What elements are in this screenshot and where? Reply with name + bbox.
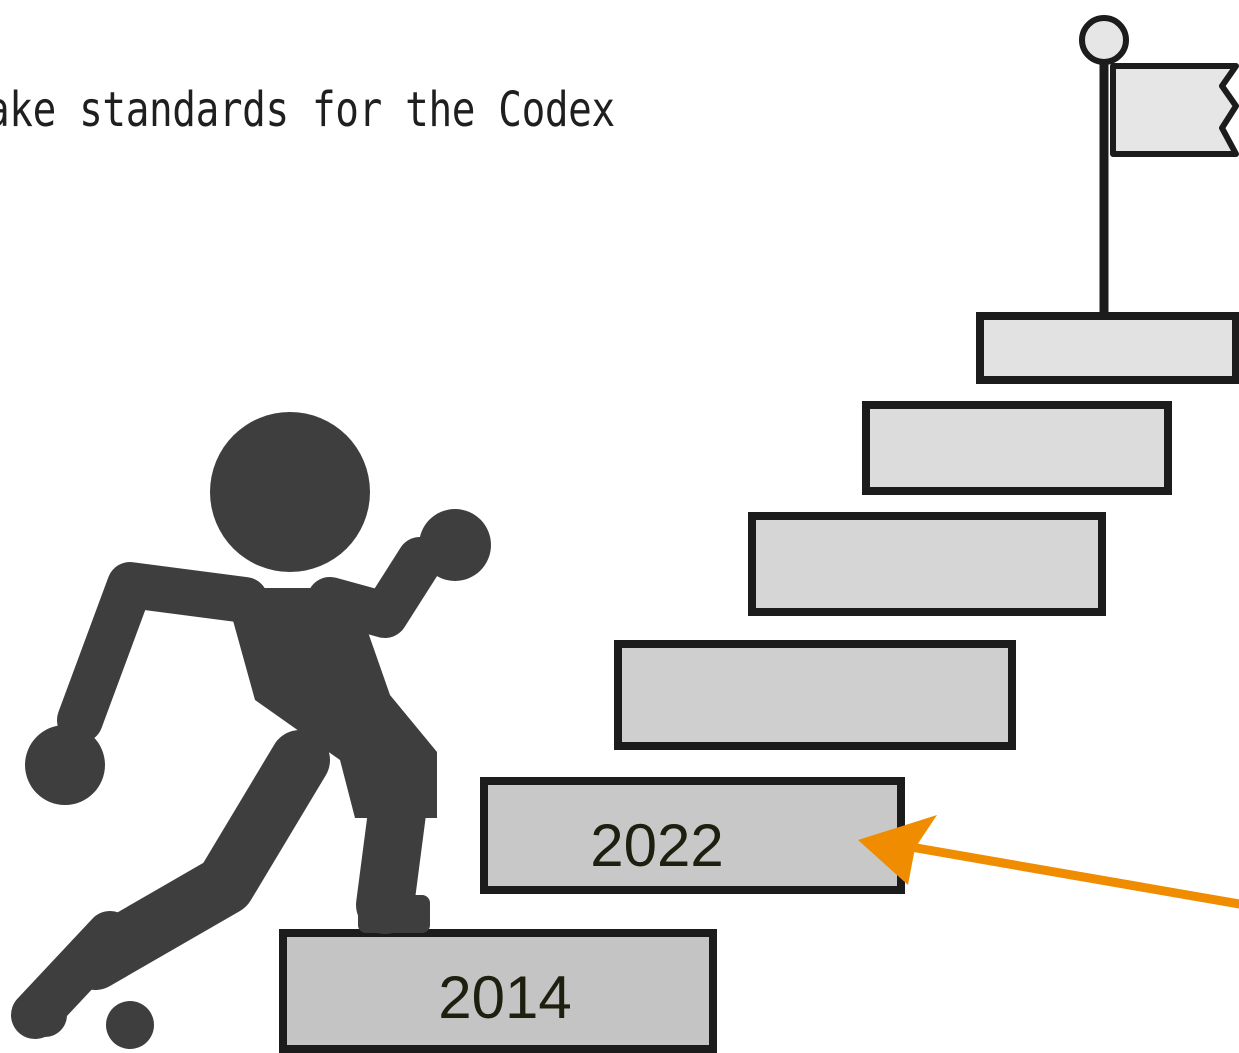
goal-flag-icon	[1079, 15, 1239, 318]
step-1-label: 2014	[438, 964, 571, 1031]
step-1: 2014	[279, 929, 717, 1053]
pointer-arrow-icon	[858, 815, 1239, 909]
step-6	[976, 312, 1239, 384]
step-2-label: 2022	[590, 812, 723, 879]
step-4	[748, 512, 1106, 616]
step-3	[614, 640, 1016, 750]
climbing-person-icon	[11, 412, 491, 1049]
page-heading: ake standards for the Codex	[0, 82, 615, 138]
step-2: 2022	[480, 777, 905, 894]
step-5	[862, 401, 1172, 495]
